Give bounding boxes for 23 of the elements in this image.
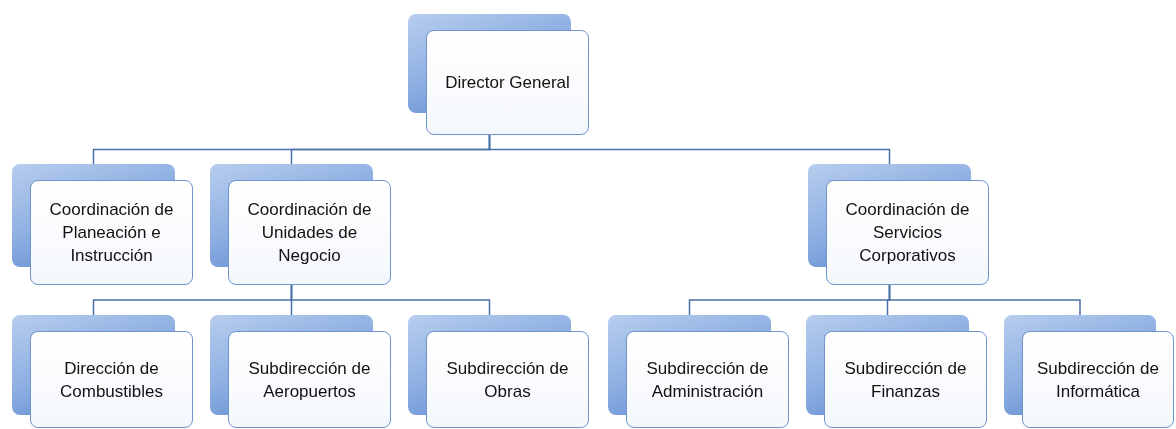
box-label: Subdirección de Administración — [645, 357, 770, 403]
box-label: Dirección de Combustibles — [59, 357, 164, 403]
org-chart-box — [210, 164, 391, 285]
org-chart-box — [210, 315, 391, 428]
box-label: Coordinación de Servicios Corporativos — [844, 199, 971, 267]
box-label: Director General — [445, 72, 570, 94]
box-label: Subdirección de Finanzas — [843, 357, 968, 403]
box-label: Subdirección de Obras — [445, 357, 570, 403]
box-label: Coordinación de Unidades de Negocio — [246, 199, 373, 267]
box-label: Subdirección de Aeropuertos — [247, 357, 372, 403]
connector-line — [488, 134, 891, 165]
org-chart-box — [12, 164, 193, 285]
org-chart-box — [806, 315, 987, 428]
connector-line — [888, 284, 1081, 316]
box-label: Subdirección de Informática — [1036, 357, 1160, 403]
org-chart-box — [808, 164, 989, 285]
org-chart-box — [608, 315, 789, 428]
org-chart-box — [408, 315, 589, 428]
org-chart-box — [408, 14, 589, 135]
connector-line — [290, 284, 491, 316]
org-chart-box — [1004, 315, 1174, 428]
box-label: Coordinación de Planeación e Instrucción — [48, 199, 175, 267]
org-chart-box — [12, 315, 193, 428]
